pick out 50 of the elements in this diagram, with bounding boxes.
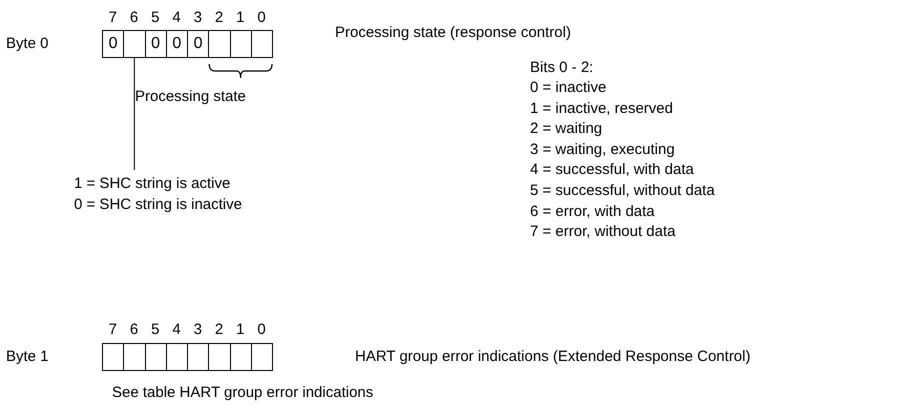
text-label: 1 = SHC string is active bbox=[74, 174, 232, 194]
bit-cell bbox=[250, 30, 273, 58]
bit-number: 1 bbox=[236, 9, 244, 27]
text-label: See table HART group error indications bbox=[112, 384, 374, 402]
bit-number: 3 bbox=[194, 9, 202, 27]
text-label: 7 = error, without data bbox=[530, 223, 676, 242]
text-label: 1 = inactive, reserved bbox=[530, 100, 673, 118]
bit-cell: 0 bbox=[144, 30, 167, 58]
bit-number: 4 bbox=[172, 9, 181, 27]
bit-number: 0 bbox=[257, 9, 266, 27]
text-label: Processing state (response control) bbox=[335, 24, 571, 42]
bit-number: 5 bbox=[151, 9, 160, 27]
leader-line bbox=[134, 58, 135, 170]
bit-cell bbox=[208, 30, 230, 58]
bit-number: 0 bbox=[257, 321, 266, 339]
text-label: Byte 1 bbox=[6, 348, 49, 366]
bit-cell bbox=[230, 30, 252, 58]
text-label: HART group error indications (Extended Response Control) bbox=[355, 348, 750, 366]
text-label: 5 = successful, without data bbox=[530, 182, 715, 200]
bit-number: 2 bbox=[214, 321, 224, 339]
bit-number: 4 bbox=[172, 321, 181, 339]
bit-cell: 0 bbox=[102, 30, 124, 58]
bit-cell: 0 bbox=[166, 30, 188, 58]
bit-cell: 0 bbox=[187, 30, 210, 58]
text-label: 4 = successful, with data bbox=[530, 161, 694, 180]
bit-number: 7 bbox=[108, 9, 117, 27]
bit-number: 5 bbox=[151, 321, 160, 339]
bit-number: 6 bbox=[130, 321, 138, 339]
text-label: 0 = SHC string is inactive bbox=[74, 194, 242, 214]
bit-number: 3 bbox=[194, 321, 202, 339]
bit-cell bbox=[187, 343, 210, 371]
bit-number: 7 bbox=[108, 321, 117, 339]
bit-number: 1 bbox=[236, 321, 244, 339]
text-label: Bits 0 - 2: bbox=[530, 59, 594, 77]
bit-cell bbox=[144, 343, 167, 371]
bit-number: 2 bbox=[214, 9, 224, 27]
text-label: 6 = error, with data bbox=[530, 202, 655, 221]
text-label: 2 = waiting bbox=[530, 120, 602, 138]
text-label: 0 = inactive bbox=[530, 79, 606, 97]
bit-cell bbox=[230, 343, 252, 371]
text-label: 3 = waiting, executing bbox=[530, 140, 675, 159]
bit-number: 6 bbox=[130, 9, 138, 27]
text-label: Processing state bbox=[135, 88, 246, 106]
bit-cell bbox=[123, 343, 146, 371]
bit-cell bbox=[208, 343, 230, 371]
text-label: Byte 0 bbox=[6, 35, 49, 53]
bit-cell bbox=[102, 343, 124, 371]
bit-cell bbox=[166, 343, 188, 371]
bit-cell bbox=[123, 30, 146, 58]
bit-cell bbox=[250, 343, 273, 371]
